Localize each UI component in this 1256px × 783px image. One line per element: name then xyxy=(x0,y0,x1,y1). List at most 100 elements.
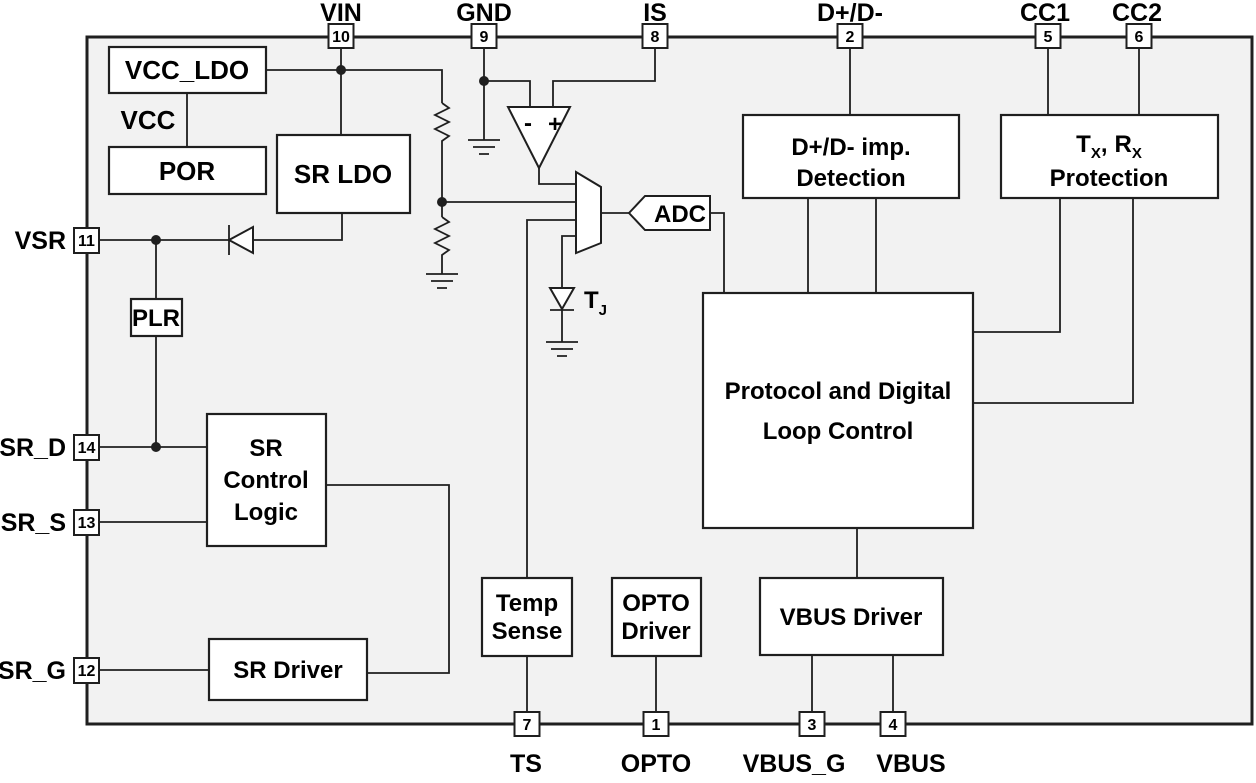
wire-tempsense-mux xyxy=(526,219,576,578)
diode-icon xyxy=(226,225,254,255)
junction-vsr xyxy=(151,235,161,245)
pin-number-box xyxy=(73,434,100,461)
wire-txrx-out2 xyxy=(973,198,1134,404)
pin-label: VSR xyxy=(15,227,66,255)
pin-number-box xyxy=(73,509,100,536)
pin-gnd: GND 9 xyxy=(456,0,512,49)
block-dpdm-line2: Detection xyxy=(796,165,905,192)
tj-label: TJ xyxy=(584,287,607,319)
pin-dpdm: D+/D- 2 xyxy=(817,0,883,49)
pin-vbus: 4 VBUS xyxy=(876,711,946,778)
pin-number-box xyxy=(836,23,864,49)
wire-opamp-minus xyxy=(484,80,531,107)
block-vbus-driver-label: VBUS Driver xyxy=(780,604,923,631)
pin-vin: VIN 10 xyxy=(320,0,362,49)
pin-number: 1 xyxy=(652,717,661,734)
block-txrx-line2: Protection xyxy=(1050,165,1169,192)
pin-label: TS xyxy=(510,750,542,778)
pin-number-box xyxy=(1034,23,1062,49)
block-temp-sense xyxy=(480,576,574,658)
pin-label: GND xyxy=(456,0,512,27)
pin-cc1: CC1 5 xyxy=(1020,0,1070,49)
junction-dots xyxy=(151,65,489,452)
block-temp-sense-line2: Sense xyxy=(492,618,563,645)
pin-label: D+/D- xyxy=(817,0,883,27)
opamp: - + xyxy=(506,106,572,171)
pin-vbus-g: 3 VBUS_G xyxy=(743,711,846,778)
junction-gnd xyxy=(479,76,489,86)
pin-number-box xyxy=(641,23,669,49)
pin-label: SR_G xyxy=(0,657,66,685)
wire-opamp-plus xyxy=(552,48,656,107)
pin-sr-d: SR_D 14 xyxy=(0,434,100,462)
block-plr-label: PLR xyxy=(132,305,180,332)
block-sr-control-logic xyxy=(205,412,328,548)
wire-vccldo-out xyxy=(266,69,443,103)
pin-number-box xyxy=(1125,23,1153,49)
pin-label: VIN xyxy=(320,0,362,27)
pin-number-box xyxy=(73,227,100,254)
wire-srldo-diode xyxy=(253,213,343,241)
wires xyxy=(100,48,1140,712)
pin-cc2: CC2 6 xyxy=(1112,0,1162,49)
pin-number: 3 xyxy=(808,717,817,734)
block-plr xyxy=(129,297,184,338)
opamp-minus-sign: - xyxy=(524,110,532,137)
pin-number: 9 xyxy=(480,29,489,46)
vsr-diode xyxy=(226,225,254,255)
block-opto-driver-line1: OPTO xyxy=(622,590,690,617)
pin-label: VBUS xyxy=(876,750,945,778)
pin-opto: 1 OPTO xyxy=(621,711,691,778)
junction-vin xyxy=(336,65,346,75)
pin-label: OPTO xyxy=(621,750,691,778)
pin-label: SR_D xyxy=(0,434,66,462)
pin-label: IS xyxy=(643,0,667,27)
block-sr-control-line1: SR xyxy=(249,435,282,462)
pin-number: 4 xyxy=(889,717,898,734)
pin-number-box xyxy=(879,711,907,737)
vcc-net-label: VCC xyxy=(121,105,176,135)
pin-is: IS 8 xyxy=(641,0,669,49)
adc-shape xyxy=(627,195,711,231)
block-sr-control-line2: Control xyxy=(223,467,308,494)
pin-number: 8 xyxy=(651,29,660,46)
mux xyxy=(575,170,602,255)
block-dpdm-detection xyxy=(741,113,961,200)
pin-number: 7 xyxy=(523,717,532,734)
pin-number: 10 xyxy=(332,29,350,46)
block-opto-driver xyxy=(610,576,703,658)
block-temp-sense-line1: Temp xyxy=(496,590,558,617)
block-vcc-ldo-label: VCC_LDO xyxy=(125,55,249,85)
pin-number: 14 xyxy=(78,440,96,457)
diode-icon xyxy=(548,287,576,312)
block-protocol-line2: Loop Control xyxy=(763,418,914,445)
adc-label: ADC xyxy=(654,201,706,228)
block-sr-control-line3: Logic xyxy=(234,499,298,526)
pin-number-box xyxy=(798,711,826,737)
block-sr-ldo xyxy=(275,133,412,215)
pin-number-box xyxy=(327,23,355,49)
pin-label: VBUS_G xyxy=(743,750,846,778)
block-dpdm-line1: D+/D- imp. xyxy=(791,134,910,161)
wire-tj-top xyxy=(561,235,576,288)
ground-icon xyxy=(468,139,500,155)
ground-symbols xyxy=(426,139,578,357)
block-vbus-driver xyxy=(758,576,945,657)
resistors xyxy=(432,102,452,257)
tj-diode: TJ xyxy=(548,287,607,319)
pin-number-box xyxy=(513,711,541,737)
resistor-upper xyxy=(432,102,452,143)
pin-number: 2 xyxy=(846,29,855,46)
block-sr-driver xyxy=(207,637,369,702)
pin-number: 6 xyxy=(1135,29,1144,46)
block-sr-ldo-label: SR LDO xyxy=(294,159,392,189)
ground-icon xyxy=(426,273,458,289)
blocks: VCC_LDO POR VCC SR LDO PLR SR Control Lo… xyxy=(107,45,1220,702)
junction-srd xyxy=(151,442,161,452)
opamp-plus-sign: + xyxy=(548,111,562,138)
opamp-triangle xyxy=(506,106,572,171)
block-vcc-ldo xyxy=(107,45,268,95)
pin-vsr: VSR 11 xyxy=(15,227,100,255)
